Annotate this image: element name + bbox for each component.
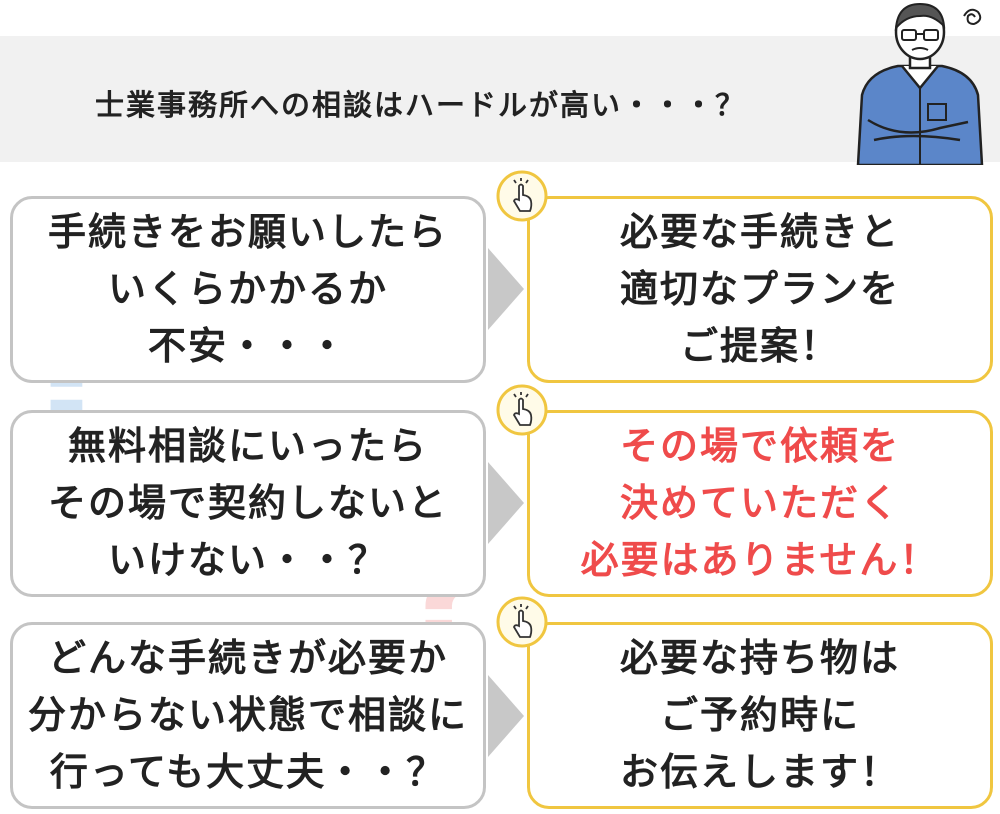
header-banner xyxy=(0,36,1000,162)
answer-3-line-3: お伝えします！ xyxy=(619,750,900,794)
worried-man-icon xyxy=(856,2,984,165)
question-2-line-2: その場で契約しないと xyxy=(47,481,448,525)
pointing-hand-icon xyxy=(496,596,548,648)
question-1-line-1: 手続きをお願いしたら xyxy=(47,210,448,254)
pointing-hand-icon xyxy=(496,384,548,436)
pointing-hand-icon xyxy=(496,170,548,222)
question-3-line-1: どんな手続きが必要か xyxy=(47,636,448,680)
question-text-1: 手続きをお願いしたら いくらかかるか 不安・・・ xyxy=(48,204,448,375)
right-arrow-icon xyxy=(488,675,524,757)
answer-box-2: その場で依頼を 決めていただく 必要はありません！ xyxy=(527,410,993,597)
answer-3-line-2: ご予約時に xyxy=(659,693,860,737)
answer-2-line-2: 決めていただく xyxy=(619,481,900,525)
question-2-line-1: 無料相談にいったら xyxy=(67,424,428,468)
answer-1-line-2: 適切なプランを xyxy=(619,267,900,311)
answer-text-1: 必要な手続きと 適切なプランを ご提案！ xyxy=(620,204,900,375)
answer-text-2: その場で依頼を 決めていただく 必要はありません！ xyxy=(581,418,940,589)
question-2-line-3: いけない・・？ xyxy=(107,538,388,582)
question-3-line-2: 分からない状態で相談に xyxy=(27,693,468,737)
question-1-line-3: 不安・・・ xyxy=(147,324,348,368)
question-text-3: どんな手続きが必要か 分からない状態で相談に 行っても大丈夫・・？ xyxy=(28,630,468,801)
question-box-3: どんな手続きが必要か 分からない状態で相談に 行っても大丈夫・・？ xyxy=(10,622,486,809)
answer-2-line-3: 必要はありません！ xyxy=(580,538,940,582)
answer-2-line-1: その場で依頼を xyxy=(619,424,900,468)
right-arrow-icon xyxy=(488,462,524,544)
page-title: 士業事務所への相談はハードルが高い・・・？ xyxy=(95,88,747,122)
answer-text-3: 必要な持ち物は ご予約時に お伝えします！ xyxy=(620,630,900,801)
question-1-line-2: いくらかかるか xyxy=(107,267,388,311)
answer-3-line-1: 必要な持ち物は xyxy=(619,636,900,680)
question-3-line-3: 行っても大丈夫・・？ xyxy=(49,750,447,794)
answer-1-line-3: ご提案！ xyxy=(679,324,840,368)
question-box-1: 手続きをお願いしたら いくらかかるか 不安・・・ xyxy=(10,196,486,383)
right-arrow-icon xyxy=(488,248,524,330)
answer-box-1: 必要な手続きと 適切なプランを ご提案！ xyxy=(527,196,993,383)
answer-box-3: 必要な持ち物は ご予約時に お伝えします！ xyxy=(527,622,993,809)
question-text-2: 無料相談にいったら その場で契約しないと いけない・・？ xyxy=(48,418,448,589)
answer-1-line-1: 必要な手続きと xyxy=(619,210,900,254)
question-box-2: 無料相談にいったら その場で契約しないと いけない・・？ xyxy=(10,410,486,597)
